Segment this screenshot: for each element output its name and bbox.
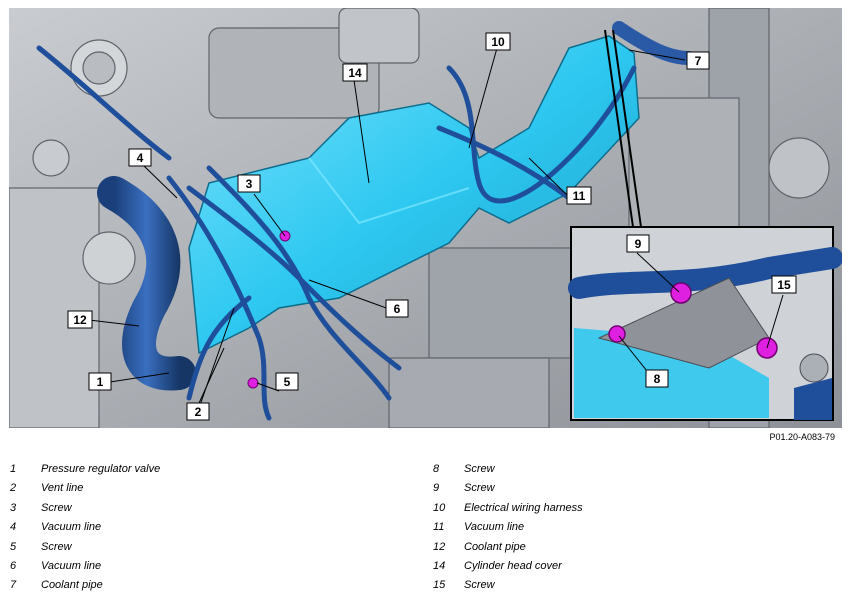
legend-number: 7 [10, 579, 17, 592]
svg-text:7: 7 [695, 54, 702, 68]
legend-number: 5 [10, 540, 17, 553]
legend-label: Vent line [41, 482, 84, 495]
legend-label: Screw [41, 501, 72, 514]
svg-text:15: 15 [777, 278, 791, 292]
legend-item: 1 Pressure regulator valve [10, 460, 430, 479]
legend-number: 2 [10, 482, 17, 495]
svg-text:8: 8 [654, 372, 661, 386]
legend-label: Coolant pipe [464, 540, 526, 553]
svg-text:12: 12 [73, 313, 87, 327]
legend-item: 14 Cylinder head cover [433, 557, 851, 576]
callout-1: 1 [88, 372, 112, 391]
callout-10: 10 [485, 32, 511, 51]
callout-labels: 1 2 3 4 5 6 7 8 [67, 32, 797, 421]
coolant-pipe-7 [612, 21, 696, 65]
callout-14: 14 [342, 63, 368, 82]
legend-item: 4 Vacuum line [10, 518, 430, 537]
svg-text:1: 1 [97, 375, 104, 389]
svg-text:10: 10 [491, 35, 505, 49]
callout-5: 5 [275, 372, 299, 391]
legend-item: 10 Electrical wiring harness [433, 499, 851, 518]
svg-text:14: 14 [348, 66, 362, 80]
legend-label: Vacuum line [41, 559, 102, 572]
detail-inset [568, 226, 842, 421]
callout-6: 6 [385, 299, 409, 318]
legend-item: 12 Coolant pipe [433, 538, 851, 557]
leader-lines [88, 47, 784, 413]
legend-label: Cylinder head cover [464, 559, 562, 572]
wiring-and-vacuum-lines [36, 45, 637, 421]
legend-label: Screw [464, 579, 495, 592]
svg-text:2: 2 [195, 405, 202, 419]
callout-3: 3 [237, 174, 261, 193]
legend-number: 4 [10, 521, 17, 534]
legend-item: 6 Vacuum line [10, 557, 430, 576]
svg-text:6: 6 [394, 302, 401, 316]
legend-number: 3 [10, 501, 17, 514]
callout-8: 8 [645, 369, 669, 388]
legend-number: 15 [433, 579, 446, 592]
legend-label: Screw [464, 463, 495, 475]
legend-number: 9 [433, 482, 440, 495]
legend-item: 9 Screw [433, 479, 851, 498]
screw-8-marker [608, 325, 626, 343]
screw-9-marker [670, 282, 692, 304]
legend-item: 11 Vacuum line [433, 518, 851, 537]
legend-item: 2 Vent line [10, 479, 430, 498]
engine-illustration: 1 2 3 4 5 6 7 8 [9, 8, 842, 428]
legend-item: 3 Screw [10, 499, 430, 518]
callout-2: 2 [186, 402, 210, 421]
legend-number: 11 [433, 521, 445, 534]
callout-11: 11 [566, 186, 592, 205]
legend-number: 8 [433, 463, 440, 475]
legend-label: Vacuum line [41, 521, 102, 534]
callout-4: 4 [128, 148, 152, 167]
svg-text:4: 4 [137, 151, 144, 165]
legend-label: Screw [41, 540, 72, 553]
svg-text:9: 9 [635, 237, 642, 251]
coolant-pipe-12 [97, 176, 196, 391]
legend-label: Pressure regulator valve [41, 463, 161, 475]
legend-item: 8 Screw [433, 460, 851, 479]
legend-item: 5 Screw [10, 538, 430, 557]
callout-15: 15 [771, 275, 797, 294]
svg-text:5: 5 [284, 375, 291, 389]
callout-9: 9 [626, 234, 650, 253]
legend-number: 10 [433, 501, 446, 514]
svg-text:3: 3 [246, 177, 253, 191]
legend-label: Vacuum line [464, 521, 525, 534]
legend-item: 7 Coolant pipe [10, 576, 430, 595]
legend-item: 15 Screw [433, 576, 851, 595]
svg-text:11: 11 [573, 189, 586, 203]
figure-code: P01.20-A083-79 [769, 432, 835, 442]
callout-7: 7 [686, 51, 710, 70]
legend-number: 1 [10, 463, 17, 475]
legend-number: 14 [433, 559, 446, 572]
legend-label: Screw [464, 482, 495, 495]
legend-label: Electrical wiring harness [464, 501, 583, 514]
screw-5-marker [247, 377, 259, 389]
legend-number: 12 [433, 540, 446, 553]
engine-components [9, 8, 834, 428]
legend-number: 6 [10, 559, 17, 572]
legend-label: Coolant pipe [41, 579, 103, 592]
callout-12: 12 [67, 310, 93, 329]
